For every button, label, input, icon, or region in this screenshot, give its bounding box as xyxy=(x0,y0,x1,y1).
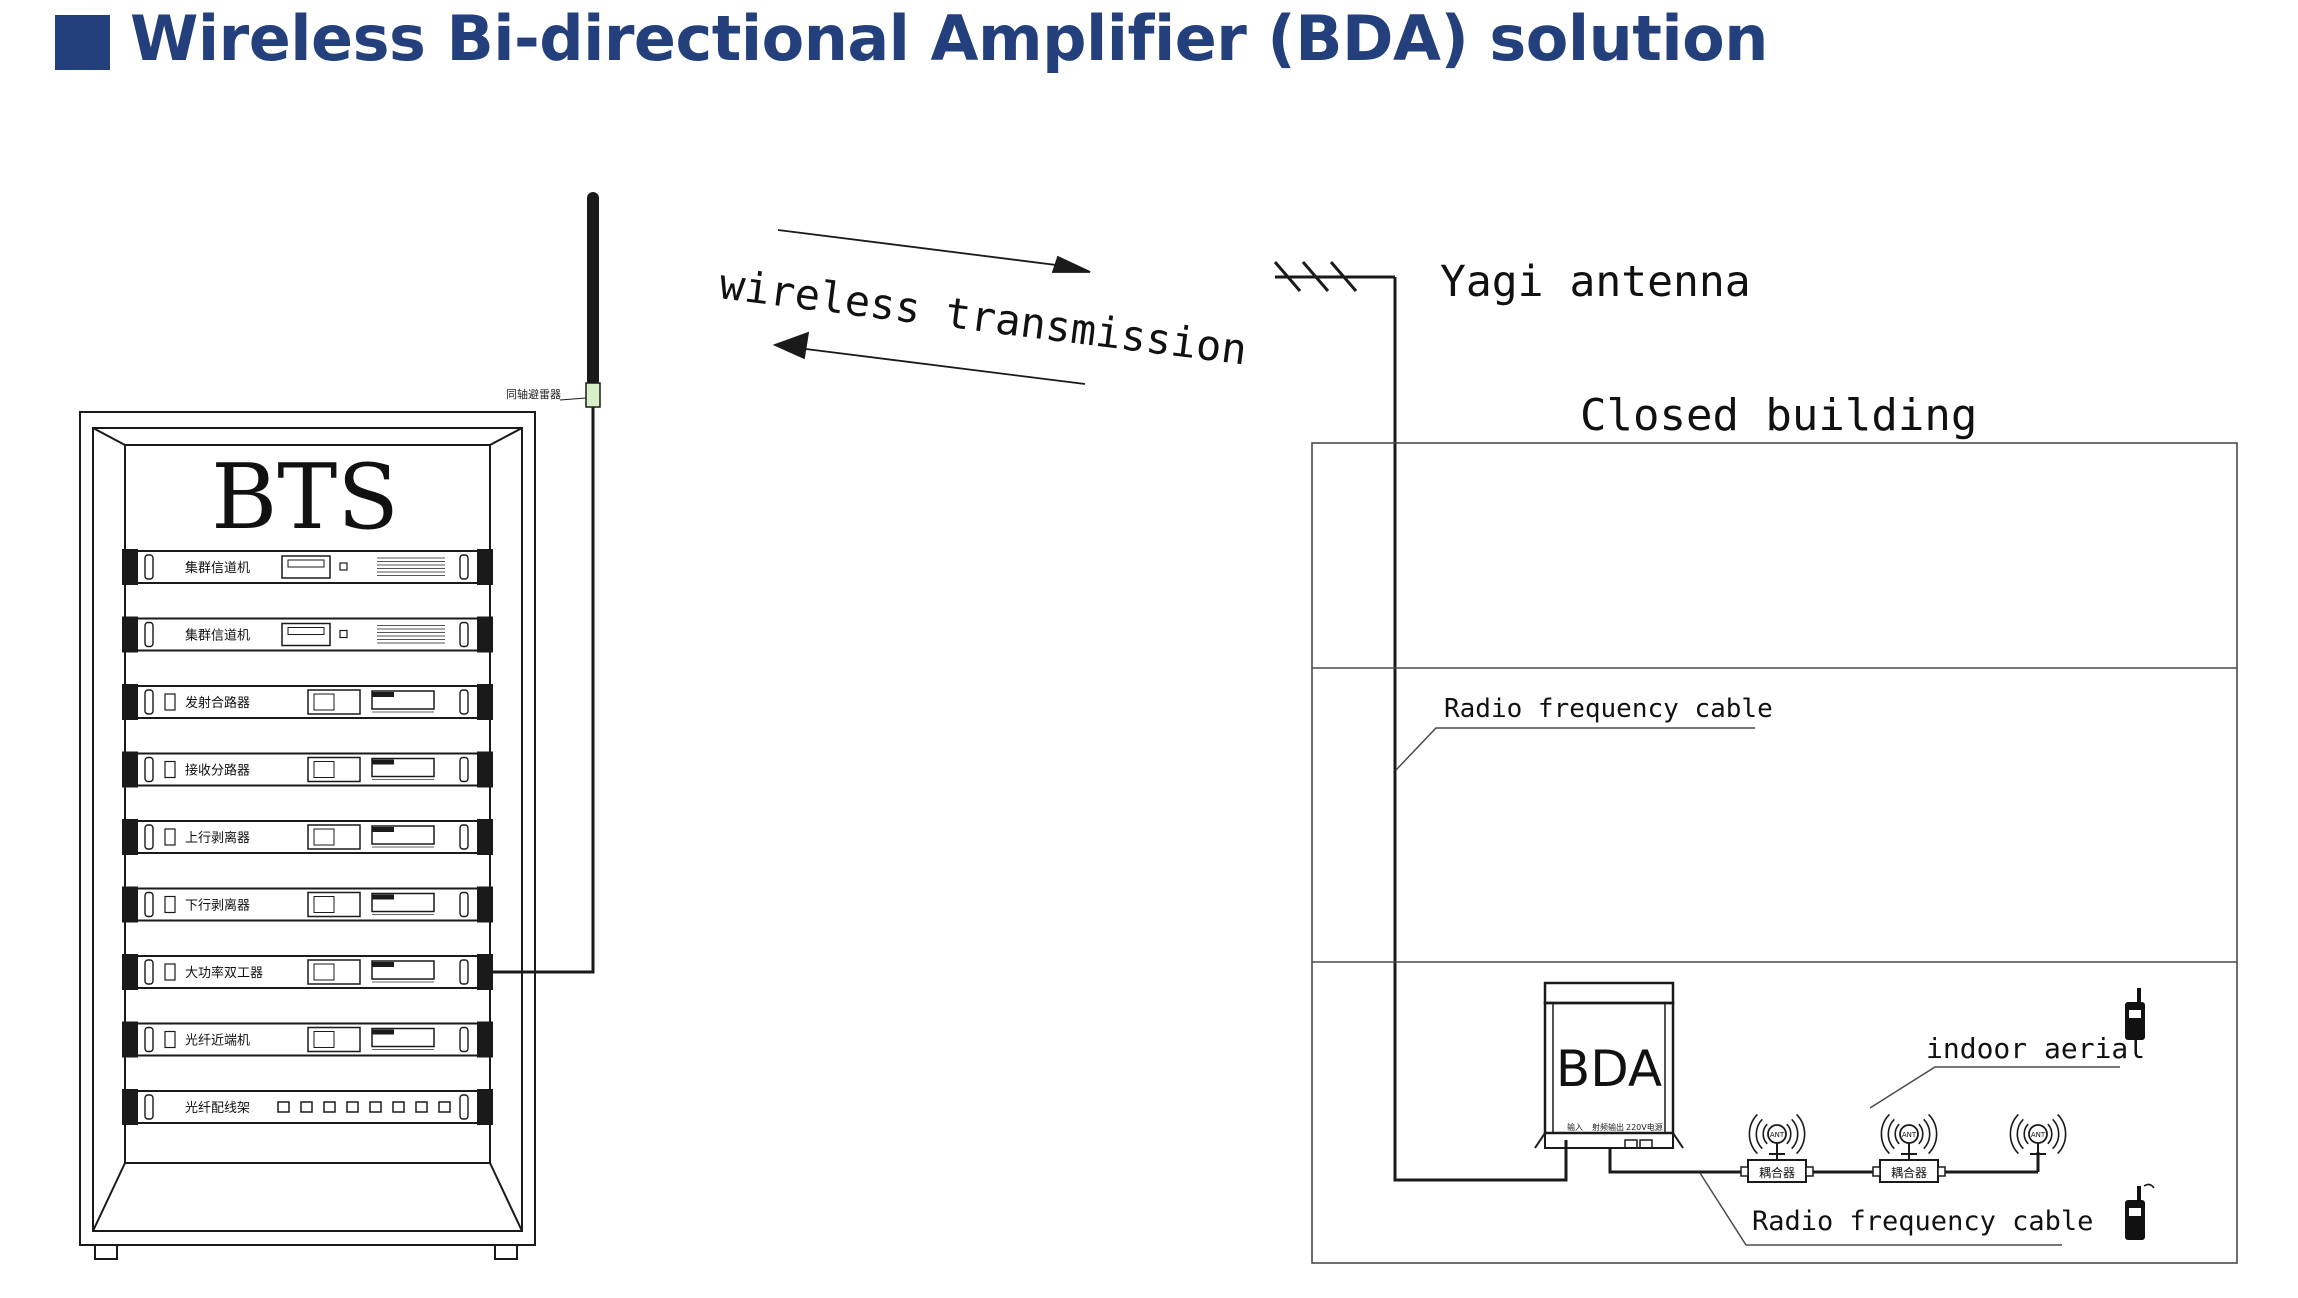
wireless-transmission-label: wireless transmission xyxy=(717,259,1250,374)
bda-label: BDA xyxy=(1556,1040,1662,1098)
bts-feed-cable xyxy=(490,407,595,974)
rf-cable-label-upper: Radio frequency cable xyxy=(1444,694,1773,724)
rack-unit-label: 发射合路器 xyxy=(185,695,250,711)
rack-unit-label: 下行剥离器 xyxy=(185,898,250,914)
rf-cable-callout-upper xyxy=(1395,727,1755,771)
rack-unit-4: 接收分路器 xyxy=(122,751,493,788)
indoor-aerial-label: indoor aerial xyxy=(1926,1032,2145,1065)
rack-unit-label: 集群信道机 xyxy=(185,628,250,644)
wireless-arrows xyxy=(772,229,1091,385)
lightning-arrester-label: 同轴避雷器 xyxy=(506,387,561,401)
rack-unit-label: 光纤配线架 xyxy=(185,1101,250,1116)
rack-unit-3: 发射合路器 xyxy=(122,684,493,720)
indoor-aerials: ANT ANT ANT xyxy=(1748,1113,2067,1155)
indoor-aerial-callout xyxy=(1869,1066,2120,1109)
indoor-distribution-cable xyxy=(1608,1148,2040,1174)
rack-unit-5: 上行剥离器 xyxy=(122,819,493,855)
rack-unit-7: 大功率双工器 xyxy=(122,954,493,990)
rf-cable-label-lower: Radio frequency cable xyxy=(1752,1206,2093,1237)
bda-port-rf-out-label: 射频输出 xyxy=(1592,1122,1624,1132)
bts-antenna: 同轴避雷器 xyxy=(490,192,601,974)
bts-label: BTS xyxy=(211,445,399,550)
ant-label: ANT xyxy=(2031,1131,2046,1139)
rack-unit-label: 接收分路器 xyxy=(185,763,250,779)
indoor-aerial-2-icon: ANT xyxy=(1880,1113,1938,1155)
building-label: Closed building xyxy=(1580,390,1977,441)
indoor-aerial-3-icon: ANT xyxy=(2009,1113,2067,1155)
page-title: Wireless Bi-directional Amplifier (BDA) … xyxy=(130,2,1768,75)
bts-cabinet xyxy=(79,411,536,1260)
rack-unit-6: 下行剥离器 xyxy=(122,886,493,923)
downlink-arrow-head-icon xyxy=(772,331,810,360)
downlink-arrow-line xyxy=(789,346,1086,385)
rf-cable-main xyxy=(1393,277,1568,1182)
rf-cable-callout-lower xyxy=(1699,1172,2062,1246)
coupler-2-label: 耦合器 xyxy=(1891,1165,1927,1180)
coupler-1: 耦合器 xyxy=(1740,1152,1814,1183)
rack-unit-label: 集群信道机 xyxy=(185,560,250,576)
rack-unit-8: 光纤近端机 xyxy=(122,1021,493,1058)
uplink-arrow-head-icon xyxy=(1051,255,1091,273)
closed-building xyxy=(1311,442,2238,1264)
coupler-2: 耦合器 xyxy=(1872,1152,1946,1183)
yagi-antenna-icon xyxy=(1273,261,1568,1182)
walkie-talkie-icon xyxy=(2125,988,2145,1040)
uplink-arrow-line xyxy=(777,229,1081,269)
rack-unit-label: 大功率双工器 xyxy=(185,965,263,981)
bda-port-power-label: 220V电源 xyxy=(1626,1122,1663,1132)
bda-unit xyxy=(1534,981,1684,1149)
rack-unit-1: 集群信道机 xyxy=(122,549,493,585)
coupler-1-label: 耦合器 xyxy=(1759,1165,1795,1180)
walkie-talkie-icon xyxy=(2125,1183,2155,1240)
rack-unit-2: 集群信道机 xyxy=(122,616,493,653)
rack-units: 集群信道机集群信道机发射合路器接收分路器上行剥离器下行剥离器大功率双工器光纤近端… xyxy=(122,549,493,1125)
yagi-label: Yagi antenna xyxy=(1440,257,1751,307)
bda-port-input-label: 输入 xyxy=(1567,1122,1583,1132)
rack-unit-label: 上行剥离器 xyxy=(185,830,250,846)
title-square-icon xyxy=(55,15,110,70)
ant-label: ANT xyxy=(1902,1131,1917,1139)
rack-unit-label: 光纤近端机 xyxy=(185,1034,250,1049)
rack-unit-9: 光纤配线架 xyxy=(122,1089,493,1125)
lightning-arrester-icon xyxy=(585,382,601,408)
ant-label: ANT xyxy=(1770,1131,1785,1139)
indoor-aerial-1-icon: ANT xyxy=(1748,1113,1806,1155)
